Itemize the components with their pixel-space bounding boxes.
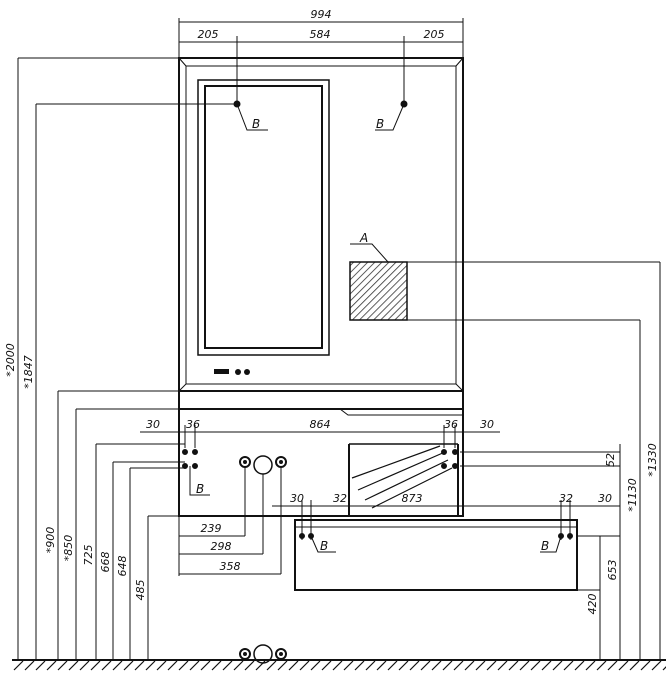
label-b-upper-left: B: [252, 117, 260, 131]
dim-1130: *1130: [626, 478, 639, 512]
label-b-drawer-right: B: [541, 539, 549, 553]
dim-2000: *2000: [4, 343, 17, 377]
dim-total-width: 994: [311, 8, 332, 21]
plumbing-dimensions: [178, 467, 282, 576]
dim-653: 653: [606, 560, 619, 581]
dim-32-right: 32: [559, 492, 573, 505]
dim-420: 420: [586, 594, 599, 615]
hatched-area-a: [349, 261, 408, 321]
plumbing-upper: [239, 455, 287, 475]
dim-36-right: 36: [444, 418, 458, 431]
mirror-controls: [214, 369, 250, 375]
mirror: [197, 79, 330, 356]
drawer: [294, 519, 578, 591]
dim-900: *900: [44, 527, 57, 554]
dim-648: 648: [116, 556, 129, 577]
dim-30-mid: 30: [290, 492, 304, 505]
leader-a: [350, 243, 389, 263]
counter-dimensions: [140, 425, 500, 448]
left-vertical-dimensions: [17, 57, 237, 660]
dim-873: 873: [402, 492, 423, 505]
plumbing-floor: [239, 644, 287, 664]
dim-30-left: 30: [146, 418, 160, 431]
right-vertical-dimensions: [407, 261, 661, 660]
dim-52: 52: [604, 453, 617, 467]
dim-1330: *1330: [646, 443, 659, 477]
dim-32-mid: 32: [333, 492, 347, 505]
dim-298: 298: [211, 540, 232, 553]
dim-668: 668: [99, 552, 112, 573]
label-a: A: [359, 231, 368, 245]
dim-30-right: 30: [480, 418, 494, 431]
dim-1847: *1847: [22, 355, 35, 389]
label-b-drawer-left: B: [320, 539, 328, 553]
label-b-lower-left: B: [196, 482, 204, 496]
dim-side-left: 205: [198, 28, 219, 41]
dim-239: 239: [201, 522, 222, 535]
drawer-dimensions: [272, 500, 620, 553]
dim-485: 485: [134, 580, 147, 601]
dim-850: *850: [62, 535, 75, 562]
dim-725: 725: [82, 545, 95, 566]
mount-points-lower: [182, 449, 620, 496]
floor: [12, 659, 666, 671]
dim-36-left: 36: [186, 418, 200, 431]
label-b-upper-right: B: [376, 117, 384, 131]
countertop: [178, 390, 464, 416]
dim-side-right: 205: [424, 28, 445, 41]
dim-358: 358: [220, 560, 241, 573]
top-dimensions: [178, 18, 464, 104]
dim-30-far: 30: [598, 492, 612, 505]
dim-center: 584: [310, 28, 331, 41]
dim-864: 864: [310, 418, 331, 431]
